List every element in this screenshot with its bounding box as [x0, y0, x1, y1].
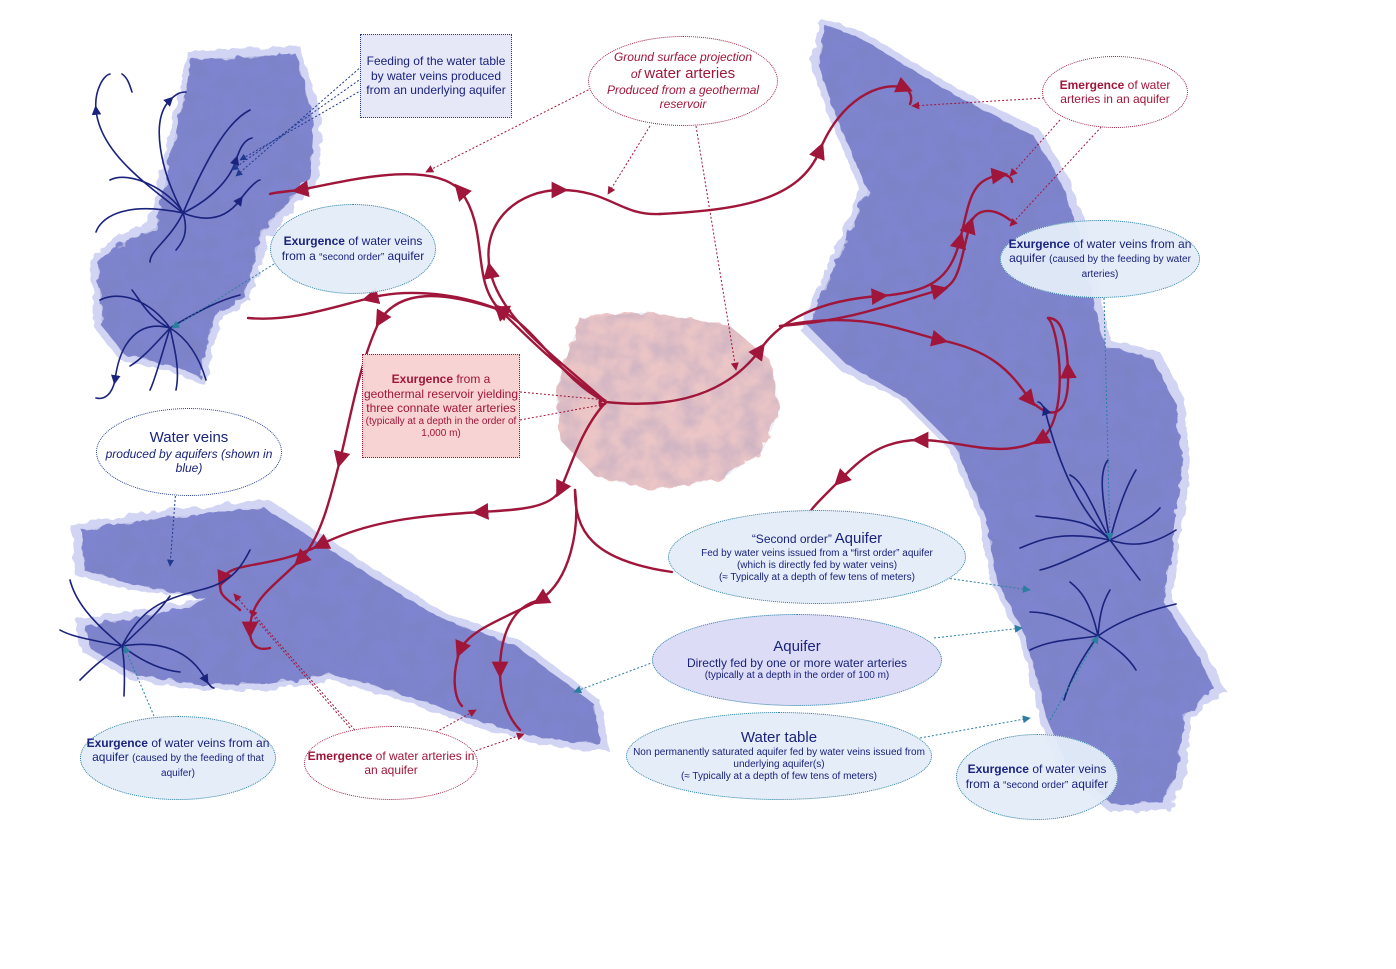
label-exurgence-aquifer-right: Exurgence of water veins from an aquifer… — [1000, 220, 1200, 298]
artery-down-right — [573, 488, 674, 574]
water-arteries — [217, 76, 1077, 732]
label-exurg-left-second: “second order” — [319, 251, 385, 263]
label-exurg-br-bold: Exurgence — [967, 762, 1029, 777]
vein-cluster-right-lower — [1029, 581, 1177, 701]
artery-down-bottom — [453, 488, 578, 708]
artery-down-left — [217, 400, 608, 612]
label-ground-line1: Ground surface projection — [613, 50, 753, 65]
label-ground-arteries: water arteries — [644, 64, 736, 82]
label-exurg-left-rest: of water veins from a — [281, 234, 423, 263]
label-emergence-tr-rest: of water arteries in an aquifer — [1060, 77, 1171, 106]
label-feeding-water-table: Feeding of the water table by water vein… — [360, 34, 512, 118]
label-ground-of: of — [630, 66, 641, 81]
label-emergence-tr-bold: Emergence — [1059, 77, 1125, 92]
label-wt-l2: (≈ Typically at a depth of few tens of m… — [681, 771, 877, 782]
label-second-order-aquifer: “Second order” Aquifer Fed by water vein… — [668, 510, 966, 604]
label-second-title: Aquifer — [834, 530, 883, 547]
label-exurgence-aquifer-bottom-left: Exurgence of water veins from an aquifer… — [80, 716, 276, 800]
aquifer-bottom-left — [70, 500, 610, 752]
label-exurg-br-tail: aquifer — [1071, 776, 1109, 791]
vein-cluster-right-upper — [1019, 401, 1177, 581]
label-second-l1: Fed by water veins issued from a “first … — [701, 548, 933, 559]
label-second-q: “Second order” — [751, 532, 832, 546]
label-geo-small: (typically at a depth in the order of 1,… — [365, 415, 517, 439]
aquifer-top-left — [90, 46, 322, 385]
label-emergence-bl-rest: of water arteries in an aquifer — [364, 748, 475, 777]
label-geo-rest: from a geothermal reservoir yielding thr… — [363, 372, 519, 416]
artery-top-right-a — [658, 76, 913, 216]
label-aquifer-title: Aquifer — [773, 637, 821, 655]
label-exurg-right-bold: Exurgence — [1008, 236, 1070, 251]
artery-up-centre — [483, 181, 662, 404]
artery-right-2 — [778, 209, 1012, 328]
label-exurg-bl-bold: Exurgence — [86, 735, 148, 750]
label-emergence-bl-bold: Emergence — [307, 748, 373, 763]
label-geothermal-reservoir: Exurgence from a geothermal reservoir yi… — [362, 354, 520, 458]
label-pointers — [123, 65, 1114, 753]
label-exurg-br-second: “second order” — [1003, 779, 1069, 791]
vein-cluster-top-left — [91, 73, 261, 263]
artery-right-1 — [604, 167, 1014, 405]
label-aquifer-l2: (typically at a depth in the order of 10… — [704, 670, 890, 682]
label-exurgence-second-order-left: Exurgence of water veins from a “second … — [270, 204, 436, 294]
label-wt-l1: Non permanently saturated aquifer fed by… — [633, 747, 925, 770]
artery-down-bottom-2 — [491, 598, 542, 732]
label-emergence-top-right: Emergence of water arteries in an aquife… — [1042, 56, 1188, 128]
artery-up-left — [268, 173, 608, 404]
label-veins-sub: produced by aquifers (shown in blue) — [105, 446, 273, 475]
label-ground-surface-projection: Ground surface projection of water arter… — [588, 36, 778, 126]
label-water-veins: Water veins produced by aquifers (shown … — [96, 408, 282, 496]
artery-right-4 — [808, 316, 1061, 514]
label-exurg-bl-rest: of water veins from an aquifer — [92, 735, 270, 765]
label-feeding-text: Feeding of the water table by water vein… — [366, 54, 506, 98]
label-exurg-br-rest: of water veins from a — [965, 762, 1107, 791]
label-aquifer-l1: Directly fed by one or more water arteri… — [686, 655, 908, 670]
label-emergence-bottom-left: Emergence of water arteries in an aquife… — [304, 726, 478, 800]
label-second-l3: (≈ Typically at a depth of few tens of m… — [719, 572, 915, 583]
label-geo-bold: Exurgence — [391, 372, 453, 387]
label-exurg-left-bold: Exurgence — [283, 234, 345, 249]
label-aquifer: Aquifer Directly fed by one or more wate… — [652, 614, 942, 706]
label-exurg-left-tail: aquifer — [387, 248, 425, 263]
artery-right-3 — [778, 316, 1077, 414]
label-water-table: Water table Non permanently saturated aq… — [626, 712, 932, 800]
artery-long-left — [241, 294, 502, 651]
label-exurgence-second-order-bottom-right: Exurgence of water veins from a “second … — [956, 734, 1118, 820]
label-exurg-right-small: (caused by the feeding by water arteries… — [1049, 254, 1191, 281]
label-exurg-right-rest: of water veins from an aquifer — [1009, 236, 1192, 266]
label-exurg-bl-small: (caused by the feeding of that aquifer) — [132, 753, 264, 780]
label-second-l2: (which is directly fed by water veins) — [736, 560, 898, 571]
label-wt-title: Water table — [740, 729, 818, 746]
label-ground-line3: Produced from a geothermal reservoir — [606, 82, 760, 112]
label-veins-title: Water veins — [149, 428, 229, 446]
